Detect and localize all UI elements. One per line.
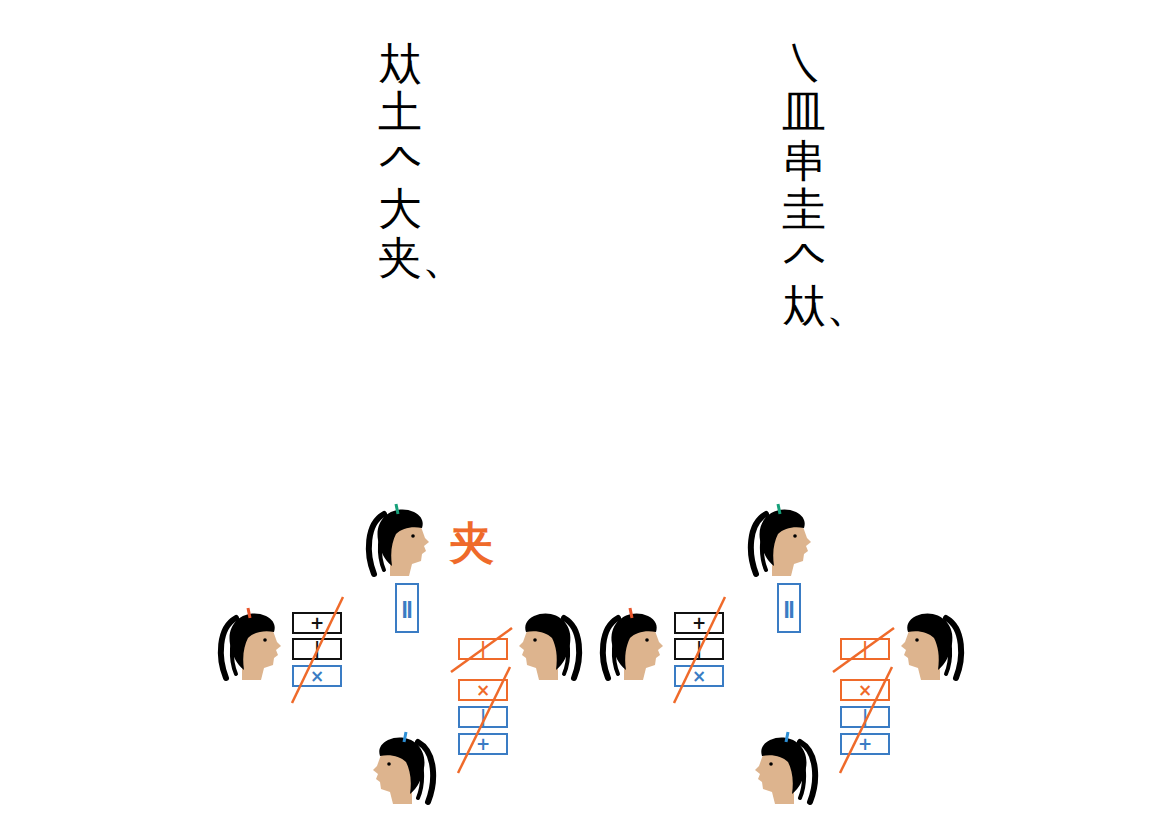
card-symbol: × [476, 682, 490, 699]
card-box: | [674, 638, 724, 660]
player-head [221, 608, 281, 680]
card-symbol: × [692, 668, 706, 685]
card-symbol: | [314, 641, 320, 658]
spoken-character: 夹 [450, 514, 494, 573]
card-box: | [840, 706, 890, 728]
card-symbol: | [862, 709, 868, 726]
strike-line [674, 597, 725, 703]
player-head [519, 614, 579, 680]
card-box: × [292, 665, 342, 687]
player-head [901, 614, 961, 680]
player-head [755, 732, 815, 804]
card-box: × [674, 665, 724, 687]
card-symbol: | [696, 641, 702, 658]
vertical-text: 夶土𠆢大夹、 [378, 40, 422, 282]
player-head [369, 504, 429, 576]
card-box: | [458, 706, 508, 728]
card-symbol: | [862, 641, 868, 658]
card-symbol: × [858, 682, 872, 699]
card-box: | [840, 638, 890, 660]
strike-line [292, 597, 343, 703]
card-box: + [292, 612, 342, 634]
strike-line [840, 667, 892, 773]
card-box: + [458, 733, 508, 755]
card-symbol: ǁ [783, 600, 794, 617]
player-head [751, 504, 811, 576]
card-box: | [458, 638, 508, 660]
player-head [603, 608, 663, 680]
card-box: + [840, 733, 890, 755]
card-symbol: + [858, 736, 872, 753]
player-head [373, 732, 433, 804]
card-symbol: | [480, 709, 486, 726]
card-box: × [840, 679, 890, 701]
card-symbol: ǁ [401, 600, 412, 617]
card-symbol: × [310, 668, 324, 685]
card-box: | [292, 638, 342, 660]
card-symbol: + [692, 615, 706, 632]
card-box: ǁ [777, 583, 801, 633]
card-symbol: + [310, 615, 324, 632]
vertical-text: ㇏皿串圭𠆢夶、 [782, 40, 826, 330]
card-box: + [674, 612, 724, 634]
card-box: × [458, 679, 508, 701]
card-symbol: | [480, 641, 486, 658]
card-symbol: + [476, 736, 490, 753]
strike-line [833, 628, 894, 672]
card-box: ǁ [395, 583, 419, 633]
strike-line [451, 628, 512, 672]
strike-line [458, 667, 510, 773]
